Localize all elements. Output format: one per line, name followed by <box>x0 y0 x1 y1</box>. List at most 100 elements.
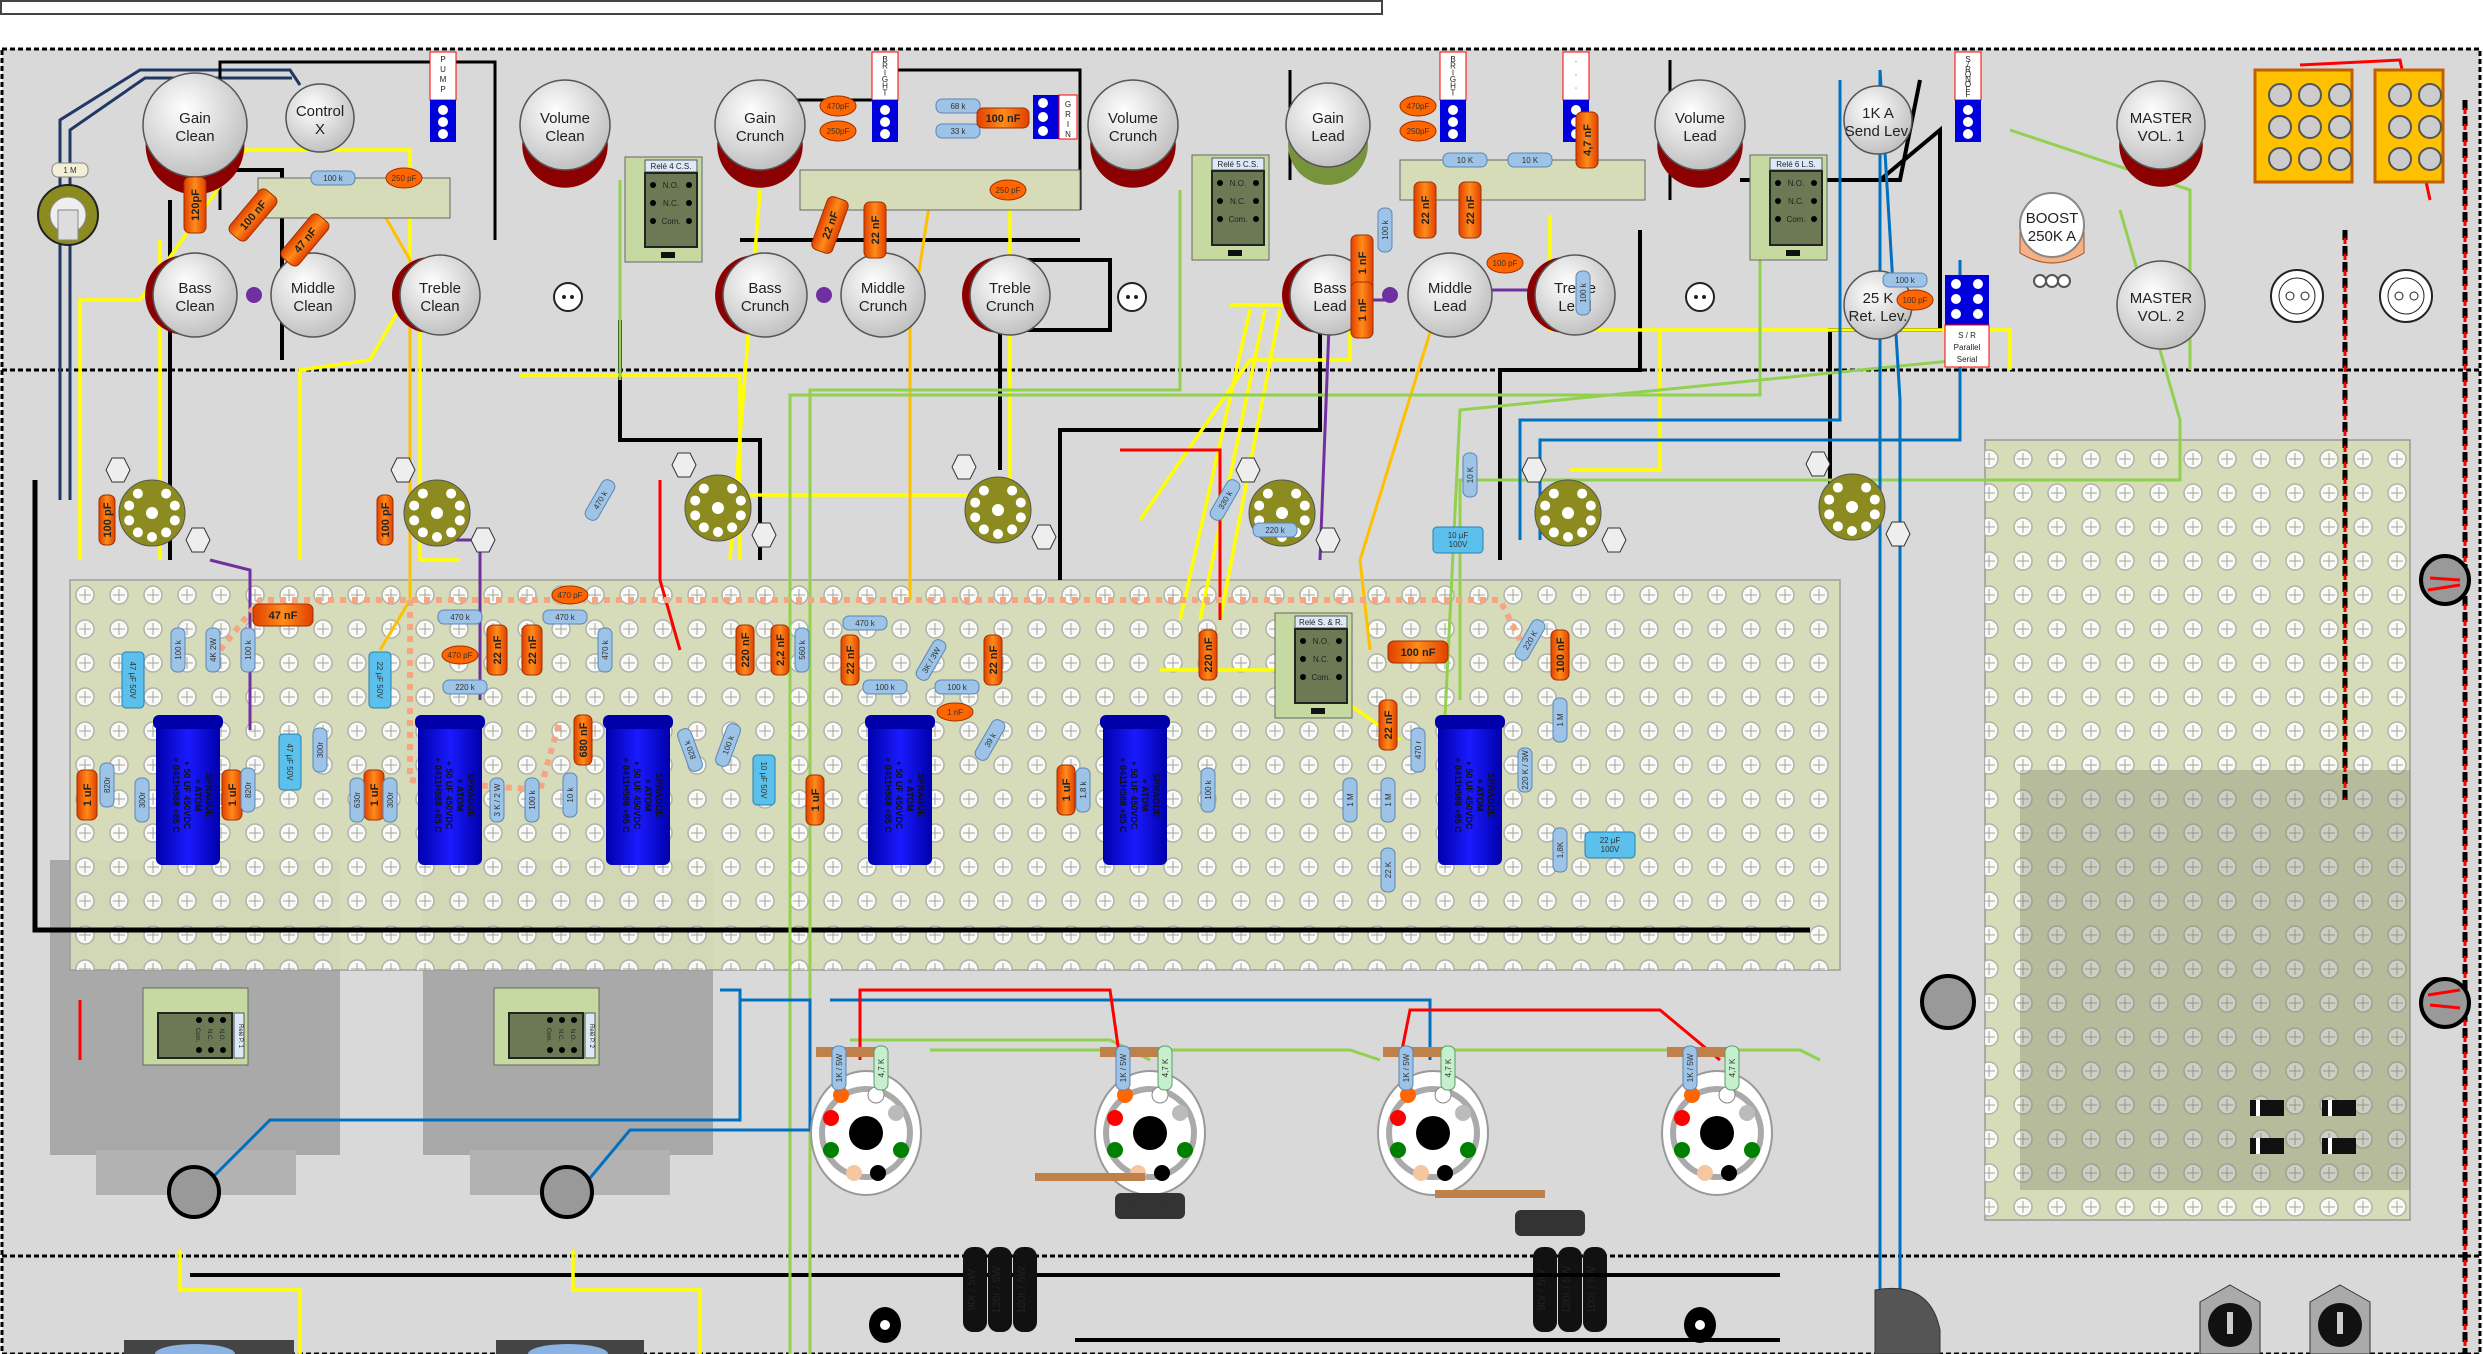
pot-label-line2: Crunch <box>859 298 907 315</box>
turret-board-right <box>1984 439 2411 1221</box>
resistor-label: 820r <box>103 777 112 793</box>
resistor: 220 K / 3W <box>1517 747 1533 793</box>
relay-pin-com: Com. <box>661 217 680 226</box>
input-resistor: 1 M <box>51 162 89 178</box>
resistor-label: 470 r <box>1414 741 1423 760</box>
hex-nut-icon <box>1315 527 1341 553</box>
footswitch-pin <box>2328 115 2352 139</box>
resistor-label: 4,7 K <box>877 1058 886 1077</box>
output-jack-2[interactable] <box>2379 269 2433 323</box>
relay-pin-no: N.O. <box>1788 179 1804 188</box>
film-capacitor: 1 nF <box>1350 281 1374 339</box>
hex-nut-icon <box>185 527 211 553</box>
relays: Relé 4 C.S.N.O.N.C.Com.Relé 5 C.S.N.O.N.… <box>142 154 1828 1066</box>
film-capacitor-label: 22 nF <box>845 645 857 674</box>
input-jack[interactable] <box>37 184 99 246</box>
fuse-holder-right[interactable] <box>540 1165 594 1219</box>
relay-pin-nc: N.C. <box>663 199 679 208</box>
resistor: 3 K / 2 W <box>489 777 505 823</box>
pot-label-line2: Clean <box>175 298 214 315</box>
film-capacitor: 680 nF <box>573 714 593 766</box>
resistor: 1 M <box>1380 777 1396 823</box>
rca-socket-1[interactable] <box>553 282 583 312</box>
film-capacitor: 100 nF <box>1387 640 1449 664</box>
ceramic-capacitor-label: 470 pF <box>448 651 473 660</box>
bias-jack-1[interactable] <box>869 1307 901 1343</box>
footswitch-connector-2[interactable] <box>2373 68 2445 184</box>
rca-socket-2[interactable] <box>1117 282 1147 312</box>
resistor: 4,7 K <box>1157 1045 1173 1091</box>
speaker-jack-1[interactable] <box>2199 1284 2261 1354</box>
pot-label-line2: Ret. Lev. <box>1849 308 1908 325</box>
resistor-label: 100 k <box>1579 282 1588 303</box>
pilot-lamp-1[interactable] <box>2419 554 2471 606</box>
pot-label-line1: MASTER <box>2130 110 2193 127</box>
film-capacitor: 220 nF <box>735 624 755 676</box>
output-jack-1[interactable] <box>2270 269 2324 323</box>
bias-jack-2[interactable] <box>1684 1307 1716 1343</box>
resistor: 100 k <box>862 679 908 695</box>
junction-dot <box>1382 287 1398 303</box>
switch-label-char: P <box>440 85 445 94</box>
resistor-label: 1,8K <box>1556 841 1565 858</box>
resistor: 470 k <box>437 609 483 625</box>
switch-label-char: O <box>1965 70 1971 79</box>
film-capacitor-label: 22 nF <box>492 635 504 664</box>
film-capacitor: 1 uF <box>805 774 825 826</box>
film-capacitor: 100 pF <box>376 494 394 546</box>
resistor-label: 4,7 K <box>1728 1058 1737 1077</box>
relay-rele-p2: Relé P. 2N.O.N.C.Com. <box>493 987 600 1066</box>
title-box[interactable] <box>0 0 1383 15</box>
relay-rele-p1: Relé P. 1N.O.N.C.Com. <box>142 987 249 1066</box>
ceramic-capacitor: 250pF <box>1399 120 1437 142</box>
footswitch-connector-1[interactable] <box>2253 68 2354 184</box>
film-capacitor-label: 120pF <box>190 189 202 221</box>
fuse-holder-left[interactable] <box>167 1165 221 1219</box>
footswitch-pin <box>2388 115 2412 139</box>
resistor: 68 k <box>935 98 981 114</box>
power-resistor-label: 90r / 5W <box>966 1269 978 1311</box>
rca-socket-3[interactable] <box>1685 282 1715 312</box>
impedance-selector[interactable] <box>1874 1287 1941 1354</box>
footswitch-pin <box>2268 147 2292 171</box>
electrolytic-capacitor-label: 47 µF 50V <box>128 661 137 699</box>
resistor-label: 1K / 5W <box>835 1053 844 1082</box>
pilot-lamp-2[interactable] <box>2419 977 2471 1029</box>
pot-label-line1: Middle <box>861 280 905 297</box>
speaker-jack-2[interactable] <box>2309 1284 2371 1354</box>
pot-label-line1: Treble <box>989 280 1031 297</box>
ceramic-capacitor-label: 250pF <box>827 127 850 136</box>
power-resistor: 90r / 5W <box>1533 1247 1557 1332</box>
resistor-label: 630r <box>353 792 362 808</box>
film-capacitor-label: 1 nF <box>1357 251 1369 274</box>
film-capacitor-label: 1 uF <box>82 783 94 806</box>
